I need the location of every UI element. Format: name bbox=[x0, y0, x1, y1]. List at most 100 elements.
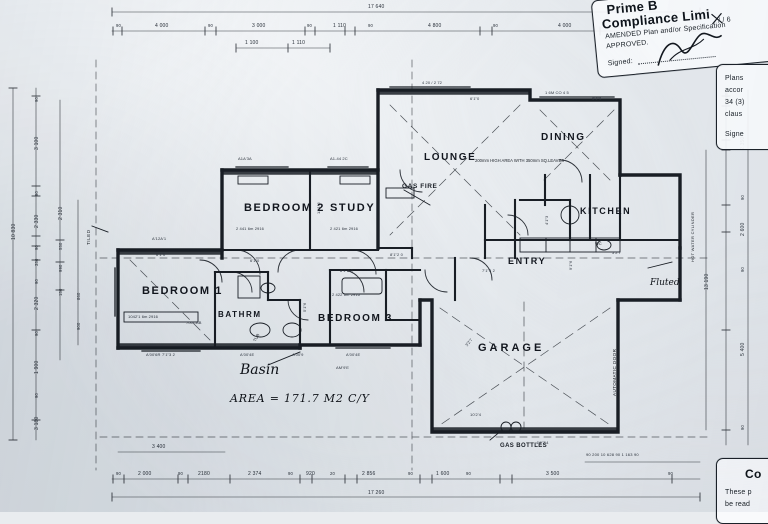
window-code-4: A'00'4E bbox=[240, 352, 255, 357]
bottom-dimension-lines bbox=[111, 451, 701, 502]
dim-left-1: 3 100 bbox=[34, 136, 40, 150]
dim-bottom-0: 90 bbox=[116, 471, 122, 476]
dim-left-overall: 10 830 bbox=[11, 223, 17, 241]
dim-left-10: 90 bbox=[34, 392, 39, 398]
right-note-bottom-line-1: These p bbox=[725, 489, 752, 496]
annotation-gas-bottles: GAS BOTTLES bbox=[500, 443, 548, 449]
dim-bottom-overall: 17 260 bbox=[368, 490, 385, 496]
window-code-1: A1-44 2C bbox=[330, 156, 348, 161]
dim-top-0: 90 bbox=[116, 23, 122, 28]
dim-left-sub-0: 2 310 bbox=[58, 206, 64, 220]
window-code-0: A1A'3A bbox=[238, 156, 252, 161]
annotation-gas-fire: GAS FIRE bbox=[402, 183, 438, 190]
dim-top-5: 1 110 bbox=[333, 23, 347, 29]
floor-plan-drawing bbox=[8, 7, 749, 502]
door-height-3: 6'1"0 bbox=[592, 96, 602, 101]
dim-bottom-6: 920 bbox=[306, 471, 315, 477]
dim-bottom-9: 90 bbox=[408, 471, 414, 476]
interior-walls bbox=[213, 168, 682, 350]
window-code-9: 1 6M CO 4 5 bbox=[545, 90, 569, 95]
door-height-12: 10'2'4 bbox=[470, 412, 482, 417]
door-height-4: 8'1"2 0 bbox=[340, 268, 353, 273]
dim-top-4: 90 bbox=[307, 23, 313, 28]
door-height-0: 6'1"0 bbox=[156, 252, 166, 257]
room-label-garage: GARAGE bbox=[478, 342, 545, 354]
wall-fill bbox=[117, 89, 619, 433]
dim-right-7: 90 bbox=[740, 424, 745, 430]
dim-right-4: 2 600 bbox=[740, 222, 746, 236]
door-height-7: 7'1"3 2 bbox=[482, 268, 495, 273]
dim-bottom-5: 90 bbox=[288, 471, 294, 476]
window-symbols bbox=[114, 86, 615, 352]
ceiling-diagonals bbox=[129, 104, 615, 429]
room-label-bathrm: BATHRM bbox=[218, 310, 262, 319]
room-label-bedroom2: BEDROOM 2 bbox=[244, 202, 326, 214]
dim-left-sub-5: 900 bbox=[76, 322, 81, 330]
dim-left-sub-4: 860 bbox=[76, 292, 81, 300]
dim-bottom-1: 2 000 bbox=[138, 471, 152, 477]
dim-right-overall: 13 190 bbox=[704, 273, 710, 291]
dim-bottom-13: 90 bbox=[668, 471, 674, 476]
dim-left-4: 90 bbox=[34, 244, 39, 250]
annotation-beam-note: 200mm HIGH AREA WITH 350mm SQ.LEAVES bbox=[475, 158, 565, 163]
window-code-8: 4 20 / 2 72 bbox=[422, 80, 443, 85]
dim-top-sub-1: 1 110 bbox=[292, 40, 306, 46]
dim-bottom-sub-0: 3 400 bbox=[152, 444, 166, 450]
annotation-tiled: TILED bbox=[86, 229, 91, 245]
door-height-13: 4'1"2'4 bbox=[536, 440, 549, 445]
dim-left-9: 1 900 bbox=[34, 360, 40, 374]
annotation-automatic-door: AUTOMATIC DOOR bbox=[612, 348, 617, 396]
leader-lines bbox=[91, 189, 673, 441]
window-code-7: AM'9'E bbox=[336, 365, 350, 370]
room-label-study: STUDY bbox=[330, 202, 376, 214]
right-note-bottom-title: Co bbox=[745, 467, 762, 481]
approval-stamp-signature-glyph bbox=[657, 12, 723, 66]
dim-top-9: 4 000 bbox=[558, 23, 572, 29]
annotation-hot-water-cylinder: HOT WATER CYLINDER bbox=[690, 211, 695, 262]
dim-left-8: 90 bbox=[34, 330, 39, 336]
dim-top-2: 90 bbox=[208, 23, 214, 28]
room-dim-bedroom3: 2 422 6m 2916 bbox=[332, 292, 360, 297]
dim-bottom-12: 3 500 bbox=[546, 471, 560, 477]
dim-left-11: 3 180 bbox=[34, 416, 40, 430]
dim-left-5: 350 bbox=[34, 258, 39, 266]
right-note-top-signed-label: Signe bbox=[725, 131, 744, 138]
setback-lines bbox=[95, 59, 711, 471]
dim-bottom-4: 2 374 bbox=[248, 471, 262, 477]
dim-left-sub-2: 990 bbox=[58, 264, 63, 272]
dim-left-2: 90 bbox=[34, 190, 39, 196]
window-code-3: A'00'6R bbox=[146, 352, 161, 357]
window-code-6: A'00'4E bbox=[346, 352, 361, 357]
door-height-1: 6'1"0 bbox=[250, 258, 260, 263]
door-height-8: 5'1"6 bbox=[302, 302, 307, 312]
dim-bottom-8: 2 856 bbox=[362, 471, 376, 477]
room-dim-bathrm: 700CAB bbox=[186, 320, 202, 325]
dim-top-6: 90 bbox=[368, 23, 374, 28]
dim-left-7: 2 320 bbox=[34, 296, 40, 310]
dim-left-6: 90 bbox=[34, 278, 39, 284]
area-note: AREA = 171.7 M2 C/Y bbox=[230, 392, 370, 405]
dim-bottom-sub-1: 90 200 10 628 90 1 163 90 bbox=[586, 452, 639, 457]
approval-stamp: Prime B Compliance Limi AMENDED Plan and… bbox=[590, 0, 768, 79]
annotation-wc: WC bbox=[595, 241, 602, 246]
dim-top-overall: 17 640 bbox=[368, 4, 385, 10]
dim-right-5: 90 bbox=[740, 266, 745, 272]
room-label-bedroom3: BEDROOM 3 bbox=[318, 313, 393, 324]
right-note-top-line-1: Plans bbox=[725, 75, 744, 82]
right-note-top-line-4: claus bbox=[725, 111, 743, 118]
door-swings bbox=[199, 159, 583, 321]
dim-left-3: 2 330 bbox=[34, 214, 40, 228]
dim-top-7: 4 800 bbox=[428, 23, 442, 29]
window-code-5: A'00'9 bbox=[292, 352, 304, 357]
dim-top-3: 3 000 bbox=[252, 23, 266, 29]
room-label-kitchen: KITCHEN bbox=[580, 206, 632, 216]
room-label-entry: ENTRY bbox=[508, 256, 547, 266]
dim-bottom-10: 1 600 bbox=[436, 471, 450, 477]
dim-top-sub-0: 1 100 bbox=[245, 40, 259, 46]
door-height-9: 13'1"6 bbox=[316, 202, 321, 214]
left-dimension-lines bbox=[8, 87, 79, 441]
room-dim-study: 2 421 6m 2916 bbox=[330, 226, 358, 231]
room-label-dining: DINING bbox=[541, 132, 586, 143]
right-note-bottom-line-2: be read bbox=[725, 501, 751, 508]
